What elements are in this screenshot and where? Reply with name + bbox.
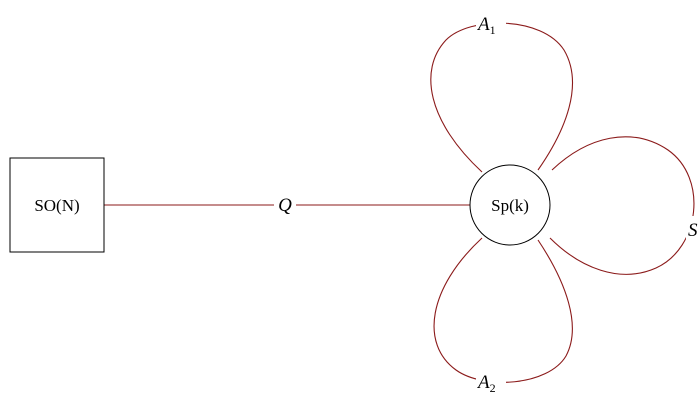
loop-label-a2: A2 — [476, 372, 496, 395]
loop-label-s-background — [686, 216, 700, 242]
loop-label-a1-background — [476, 12, 506, 38]
flavor-node-so-n — [9, 157, 105, 253]
loop-label-a1: A1 — [476, 14, 496, 37]
loop-antisymmetric-a1 — [430, 22, 573, 173]
loop-label-s: S — [688, 220, 698, 241]
loop-label-s-main: S — [688, 220, 698, 241]
edge-label-q-background — [274, 192, 296, 216]
loop-label-a2-background — [476, 370, 506, 396]
loop-label-a1-main: A — [476, 14, 490, 35]
gauge-node-label: Sp(k) — [491, 196, 529, 215]
loop-label-a2-main: A — [476, 372, 490, 393]
edge-label-q: Q — [278, 195, 292, 216]
loop-symmetric-s — [549, 136, 695, 275]
flavor-node-label: SO(N) — [34, 196, 79, 215]
gauge-node-sp-k — [469, 164, 551, 246]
loop-label-a2-subscript: 2 — [490, 381, 496, 395]
loop-label-a1-subscript: 1 — [490, 23, 496, 37]
loop-antisymmetric-a2 — [433, 237, 573, 383]
